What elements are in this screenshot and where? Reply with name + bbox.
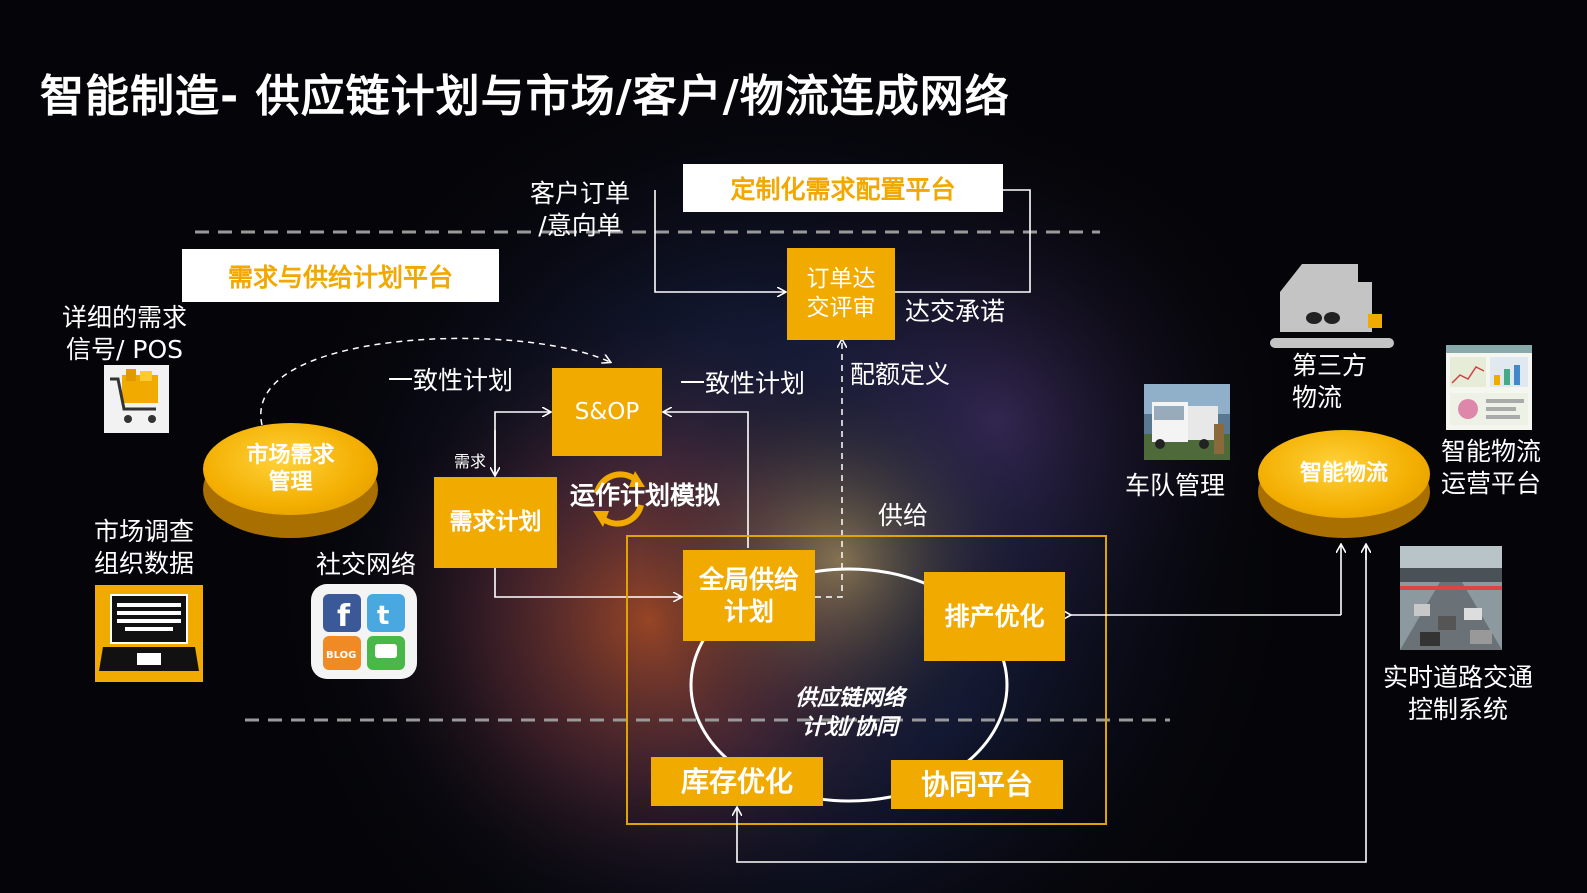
svg-text:f: f <box>337 599 351 634</box>
inventory-box: 库存优化 <box>651 757 823 806</box>
market-demand-disc: 市场需求 管理 <box>203 423 378 538</box>
svg-text:t: t <box>377 601 389 631</box>
quota-dashed <box>815 340 842 598</box>
order-review-box: 订单达 交评审 <box>787 248 895 340</box>
traffic-photo-icon <box>1400 546 1502 650</box>
sop-demand-arrows <box>494 412 550 475</box>
quota-label: 配额定义 <box>850 360 951 389</box>
supply-region <box>626 535 1107 825</box>
truck-photo-icon <box>1144 384 1230 460</box>
third-party-logistics-label: 第三方 物流 <box>1292 351 1368 412</box>
fleet-management-label: 车队管理 <box>1125 471 1226 500</box>
demand-plan-box: 需求计划 <box>434 477 557 568</box>
page-title: 智能制造- 供应链计划与市场/客户/物流连成网络 <box>40 71 1010 122</box>
sop-supply-arrow <box>664 412 749 548</box>
global-supply-box: 全局供给 计划 <box>683 550 815 641</box>
demand-small-label: 需求 <box>454 452 487 471</box>
smart-logistics-disc-label: 智能物流 <box>1258 430 1430 518</box>
social-media-icon: f t BLOG <box>311 584 417 679</box>
detail-demand-label: 详细的需求 信号/ POS <box>62 303 188 364</box>
shopping-cart-icon <box>104 365 169 433</box>
demand-supply-arrow <box>494 568 681 597</box>
market-sop-dashed <box>260 337 610 426</box>
market-demand-disc-label: 市场需求 管理 <box>203 423 378 515</box>
demand-supply-platform: 需求与供给计划平台 <box>182 249 499 302</box>
simulate-label: 运作计划模拟 <box>570 481 721 510</box>
traffic-control-label: 实时道路交通 控制系统 <box>1383 663 1534 724</box>
svg-text:BLOG: BLOG <box>326 650 356 661</box>
smart-logistics-disc: 智能物流 <box>1258 430 1430 538</box>
market-survey-label: 市场调查 组织数据 <box>94 517 195 578</box>
platform-loop <box>895 189 1031 293</box>
consistent-plan-right-label: 一致性计划 <box>680 369 806 398</box>
customer-order-label: 客户订单 /意向单 <box>530 179 631 240</box>
network-ellipse <box>689 567 1009 803</box>
commit-label: 达交承诺 <box>905 297 1006 326</box>
custom-demand-platform: 定制化需求配置平台 <box>683 164 1003 212</box>
social-network-label: 社交网络 <box>316 550 417 579</box>
cycle-arrows-icon <box>593 471 645 527</box>
traffic-link <box>737 545 1367 863</box>
consistent-plan-left-label: 一致性计划 <box>388 366 514 395</box>
sop-box: S&OP <box>552 368 662 456</box>
scheduling-box: 排产优化 <box>924 572 1065 661</box>
order-arrow <box>654 190 785 292</box>
collaboration-box: 协同平台 <box>891 760 1063 809</box>
network-center-label: 供应链网络 计划/协同 <box>795 686 906 740</box>
dashboard-screenshot-icon <box>1446 345 1532 430</box>
warehouse-icon <box>1270 264 1394 348</box>
laptop-icon <box>95 585 203 682</box>
smart-logistics-platform-label: 智能物流 运营平台 <box>1441 437 1542 498</box>
supply-label: 供给 <box>878 501 929 530</box>
